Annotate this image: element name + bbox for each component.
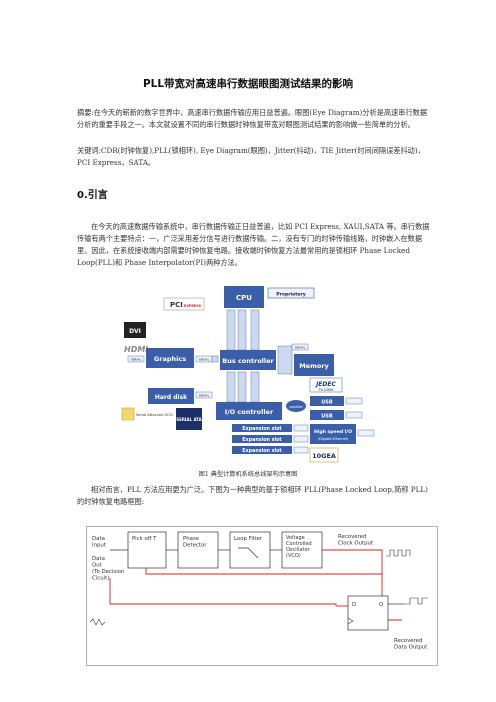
hard-disk-block	[148, 388, 194, 404]
io-controller-label: I/O controller	[225, 408, 274, 416]
expansion-slot-1	[232, 424, 292, 432]
loop-filter-block	[229, 531, 271, 569]
expansion-slot-2	[232, 435, 292, 443]
serial-tag-graphics-right: SERIAL	[199, 358, 210, 362]
serial-tag-mem: SERIAL	[295, 346, 306, 350]
high-speed-io-label: High speed I/O	[314, 429, 352, 435]
sata-logo: SERIAL ATA	[176, 417, 202, 422]
pci-express-logo: EXPRESS	[184, 304, 202, 308]
usb-label-2: USB	[321, 414, 333, 420]
bus-controller-block	[220, 350, 276, 370]
memory-label: Memory	[299, 362, 329, 370]
jedec-logo: JEDEC	[315, 381, 336, 388]
proprietary-label: Proprietary	[276, 292, 306, 298]
high-speed-io-block	[310, 424, 356, 444]
expansion-slot-label-2: Expansion slot	[242, 437, 282, 443]
cpu-block	[224, 286, 264, 308]
flip-flop-q: Q	[379, 602, 383, 608]
flip-flop-block	[347, 595, 389, 631]
loop-filter-label: Loop Filter	[234, 536, 263, 542]
io-controller-block	[216, 402, 282, 420]
vco-block	[281, 531, 323, 569]
bus-controller-label: Bus controller	[222, 357, 274, 365]
dvi-logo: DVI	[129, 328, 141, 335]
fbdimm-logo: FB-DIMM	[319, 388, 334, 392]
sas-logo: Serial Attached SCSI	[136, 413, 173, 417]
parallel-bubble: parallel	[289, 405, 302, 409]
usb-label-1: USB	[321, 400, 333, 406]
pickoff-label: Pick off T	[132, 536, 157, 542]
10gea-logo: 10GEA	[312, 452, 336, 460]
serial-tag-graphics: SERIAL	[131, 358, 142, 362]
pci-logo: PCI	[170, 301, 183, 309]
cpu-label: CPU	[236, 294, 252, 302]
serial-tag-hd: SERIAL	[199, 394, 210, 398]
pickoff-block	[127, 531, 167, 569]
flip-flop-d: D	[352, 602, 356, 608]
intro-paragraph: 在今天的高速数据传输系统中，串行数据传输正日益普遍，比如 PCI Express…	[77, 222, 430, 267]
expansion-slot-label-3: Expansion slot	[242, 448, 282, 454]
hdmi-logo: HDMI	[124, 345, 148, 354]
usb-block-1	[310, 396, 344, 406]
abstract: 摘要:在今天的崭新的数字世界中，高速串行数据传输应用日益普遍。眼图(Eye Di…	[77, 108, 428, 129]
graphics-block	[146, 348, 194, 368]
paper-title: PLL带宽对高速串行数据眼图测试结果的影响	[142, 78, 354, 90]
expansion-slot-label-1: Expansion slot	[242, 426, 282, 432]
bus-architecture-figure: CPU Proprietary PCI EXPRESS DVI HDMI Gra…	[120, 284, 410, 464]
usb-block-2	[310, 410, 344, 420]
graphics-label: Graphics	[154, 355, 186, 363]
section-heading: 0.引言	[77, 190, 108, 201]
figure1-caption: 图1 典型计算机系统总线架构示意图	[198, 471, 298, 478]
second-paragraph: 相对而言，PLL 方法应用更为广泛。下图为一种典型的基于锁相环 PLL(Phas…	[77, 485, 428, 506]
keywords: 关键词:CDR(时钟恢复),PLL(锁相环), Eye Diagram(眼图)，…	[77, 146, 425, 167]
hard-disk-label: Hard disk	[155, 394, 188, 401]
expansion-slot-3	[232, 446, 292, 454]
high-speed-io-sublabel: (Gigabit Ethernet)	[318, 437, 349, 441]
